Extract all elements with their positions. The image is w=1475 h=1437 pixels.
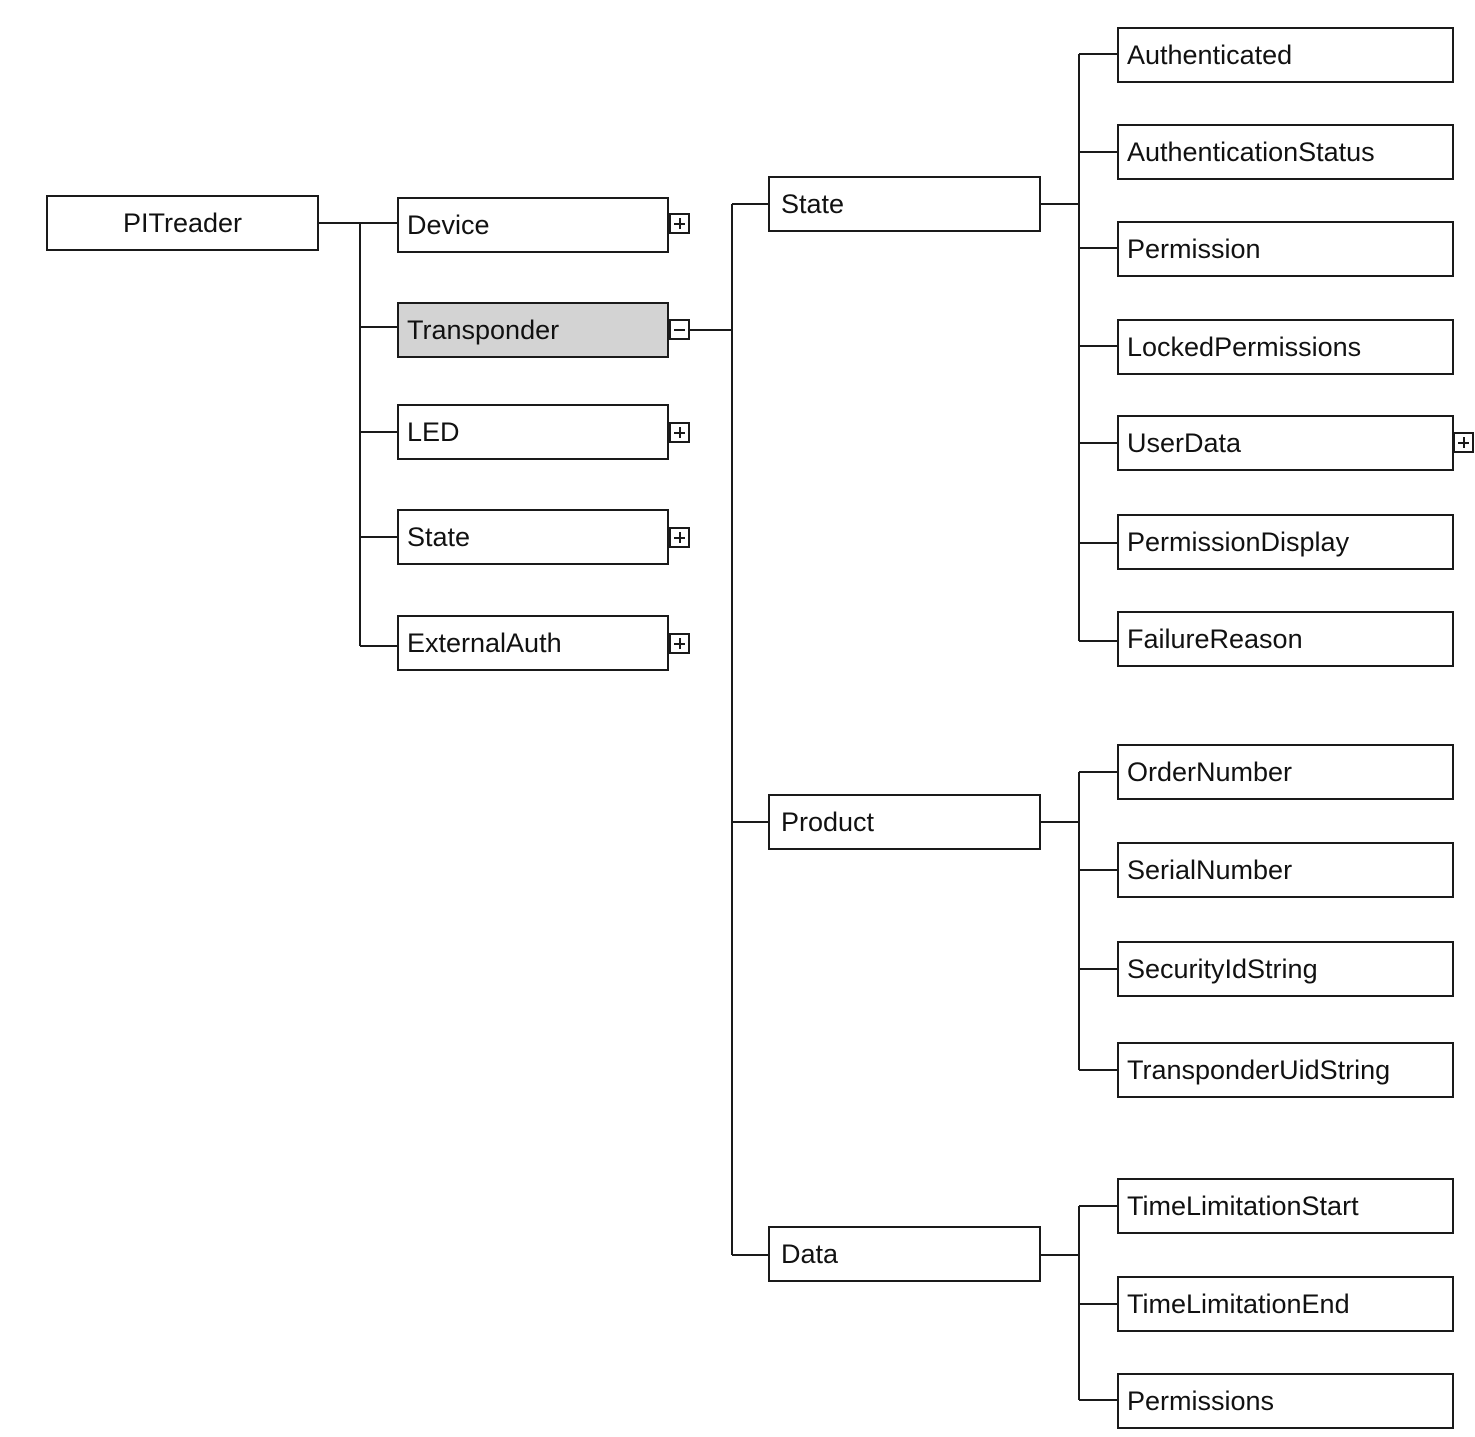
leaf-permissions[interactable]: Permissions <box>1117 1373 1454 1429</box>
leaf-permission[interactable]: Permission <box>1117 221 1454 277</box>
leaf-transponderuidstring[interactable]: TransponderUidString <box>1117 1042 1454 1098</box>
expand-icon[interactable] <box>669 422 690 443</box>
leaf-timelimitationstart[interactable]: TimeLimitationStart <box>1117 1178 1454 1234</box>
node-pitreader[interactable]: PITreader <box>46 195 319 251</box>
expand-icon[interactable] <box>669 213 690 234</box>
node-transponder-product[interactable]: Product <box>768 794 1041 850</box>
leaf-timelimitationend[interactable]: TimeLimitationEnd <box>1117 1276 1454 1332</box>
node-device[interactable]: Device <box>397 197 669 253</box>
node-transponder-state[interactable]: State <box>768 176 1041 232</box>
leaf-ordernumber[interactable]: OrderNumber <box>1117 744 1454 800</box>
leaf-authenticated[interactable]: Authenticated <box>1117 27 1454 83</box>
leaf-userdata[interactable]: UserData <box>1117 415 1454 471</box>
leaf-authenticationstatus[interactable]: AuthenticationStatus <box>1117 124 1454 180</box>
collapse-icon[interactable] <box>669 319 690 340</box>
node-led[interactable]: LED <box>397 404 669 460</box>
leaf-permissiondisplay[interactable]: PermissionDisplay <box>1117 514 1454 570</box>
expand-icon[interactable] <box>669 633 690 654</box>
node-state[interactable]: State <box>397 509 669 565</box>
leaf-failurereason[interactable]: FailureReason <box>1117 611 1454 667</box>
leaf-securityidstring[interactable]: SecurityIdString <box>1117 941 1454 997</box>
node-externalauth[interactable]: ExternalAuth <box>397 615 669 671</box>
node-transponder[interactable]: Transponder <box>397 302 669 358</box>
expand-icon[interactable] <box>1453 432 1474 453</box>
leaf-lockedpermissions[interactable]: LockedPermissions <box>1117 319 1454 375</box>
leaf-serialnumber[interactable]: SerialNumber <box>1117 842 1454 898</box>
node-transponder-data[interactable]: Data <box>768 1226 1041 1282</box>
expand-icon[interactable] <box>669 527 690 548</box>
